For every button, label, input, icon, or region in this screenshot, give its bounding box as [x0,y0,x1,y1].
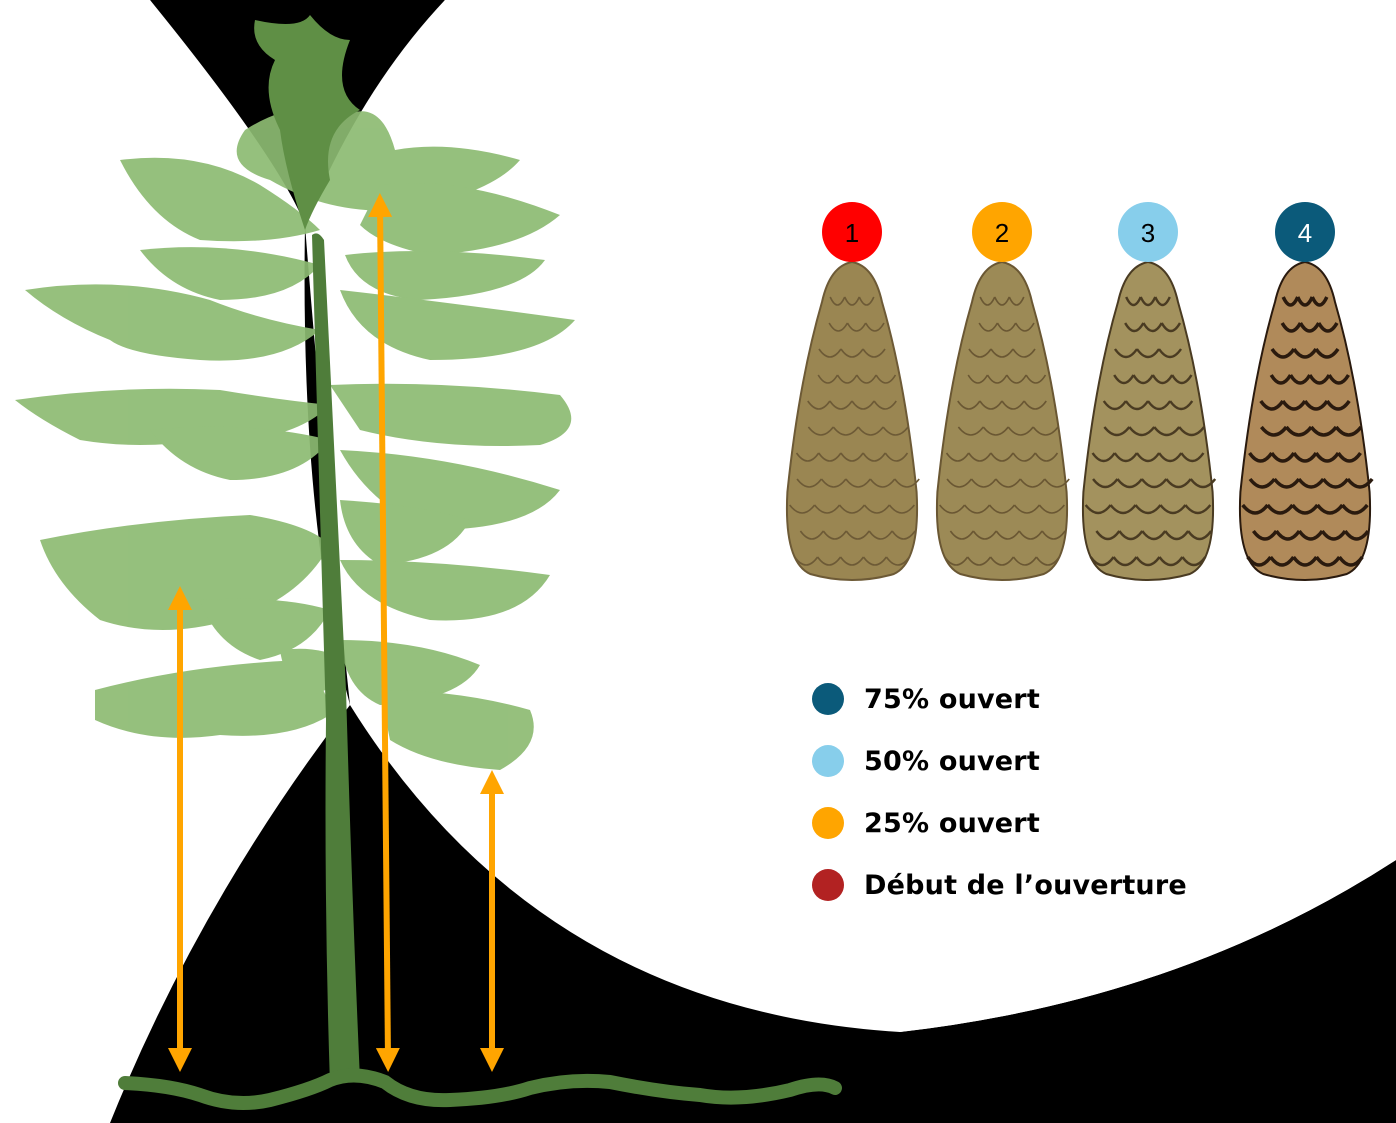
stage-badge-number: 4 [1298,218,1312,248]
legend-label: Début de l’ouverture [864,870,1187,901]
stage-badge-number: 3 [1141,218,1155,248]
legend-item-start: Début de l’ouverture [812,854,1187,916]
legend-label: 50% ouvert [864,746,1040,777]
legend-dot [812,683,844,715]
stage-badge-number: 1 [845,218,859,248]
stage-badge-number: 2 [995,218,1009,248]
legend-dot [812,807,844,839]
legend: 75% ouvert 50% ouvert 25% ouvert Début d… [812,668,1187,916]
legend-dot [812,869,844,901]
legend-label: 25% ouvert [864,808,1040,839]
legend-item-75: 75% ouvert [812,668,1187,730]
legend-label: 75% ouvert [864,684,1040,715]
legend-item-50: 50% ouvert [812,730,1187,792]
legend-item-25: 25% ouvert [812,792,1187,854]
legend-dot [812,745,844,777]
